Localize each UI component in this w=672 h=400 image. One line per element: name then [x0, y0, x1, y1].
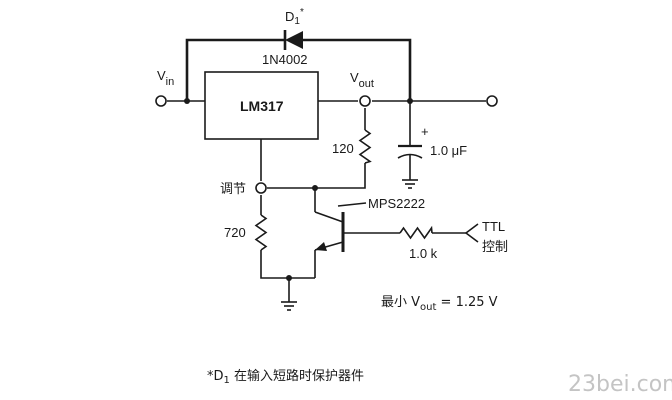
vout-label: Vout [350, 70, 374, 90]
resistor-base-value: 1.0 k [409, 246, 438, 261]
resistor-120-value: 120 [332, 141, 354, 156]
junctions [184, 98, 413, 281]
transistor-emitter-arrow [315, 242, 327, 251]
diode-left-wire [185, 38, 285, 101]
regulator-label: LM317 [240, 98, 284, 114]
junction-input [184, 98, 190, 104]
capacitor-polarity: + [421, 124, 429, 139]
junction-collector [312, 185, 318, 191]
transistor-symbol [314, 211, 345, 252]
capacitor-plate-bottom [397, 153, 423, 159]
vout-node-terminal [359, 95, 371, 107]
vin-terminal [155, 95, 167, 107]
diode-part-number: 1N4002 [262, 52, 308, 67]
vin-label: Vin [157, 68, 174, 88]
resistor-720-value: 720 [224, 225, 246, 240]
diode-label: D1* [285, 7, 304, 27]
diode-triangle [285, 31, 303, 49]
ttl-input-arrow [464, 223, 479, 243]
diode-right-wire [303, 38, 412, 101]
junction-output [407, 98, 413, 104]
ttl-label: TTL [482, 219, 505, 234]
resistor-720 [254, 214, 268, 251]
regulator-block [204, 71, 319, 140]
junction-ground [286, 275, 292, 281]
resistor-base [399, 225, 433, 240]
wires [167, 38, 486, 302]
min-vout-note: 最小 Vout = 1.25 V [381, 295, 498, 313]
adj-terminal [255, 182, 267, 194]
resistor-120 [358, 129, 372, 164]
control-label: 控制 [482, 240, 508, 255]
footnote: *D1 在输入短路时保护器件 [207, 368, 364, 386]
ground-symbol-cap [402, 179, 418, 189]
r720-bottom-wire [260, 250, 315, 279]
terminals [155, 95, 498, 194]
adj-label: 调节 [220, 182, 246, 197]
transistor-collector [314, 211, 344, 223]
transistor-leader [337, 202, 367, 207]
transistor-label: MPS2222 [368, 196, 425, 211]
output-terminal [486, 95, 498, 107]
diode-symbol [283, 30, 303, 50]
r120-bottom-wire [315, 163, 366, 189]
ground-symbol-main [281, 301, 297, 311]
capacitor-value: 1.0 μF [430, 143, 467, 158]
watermark: 23bei.com [568, 372, 672, 397]
